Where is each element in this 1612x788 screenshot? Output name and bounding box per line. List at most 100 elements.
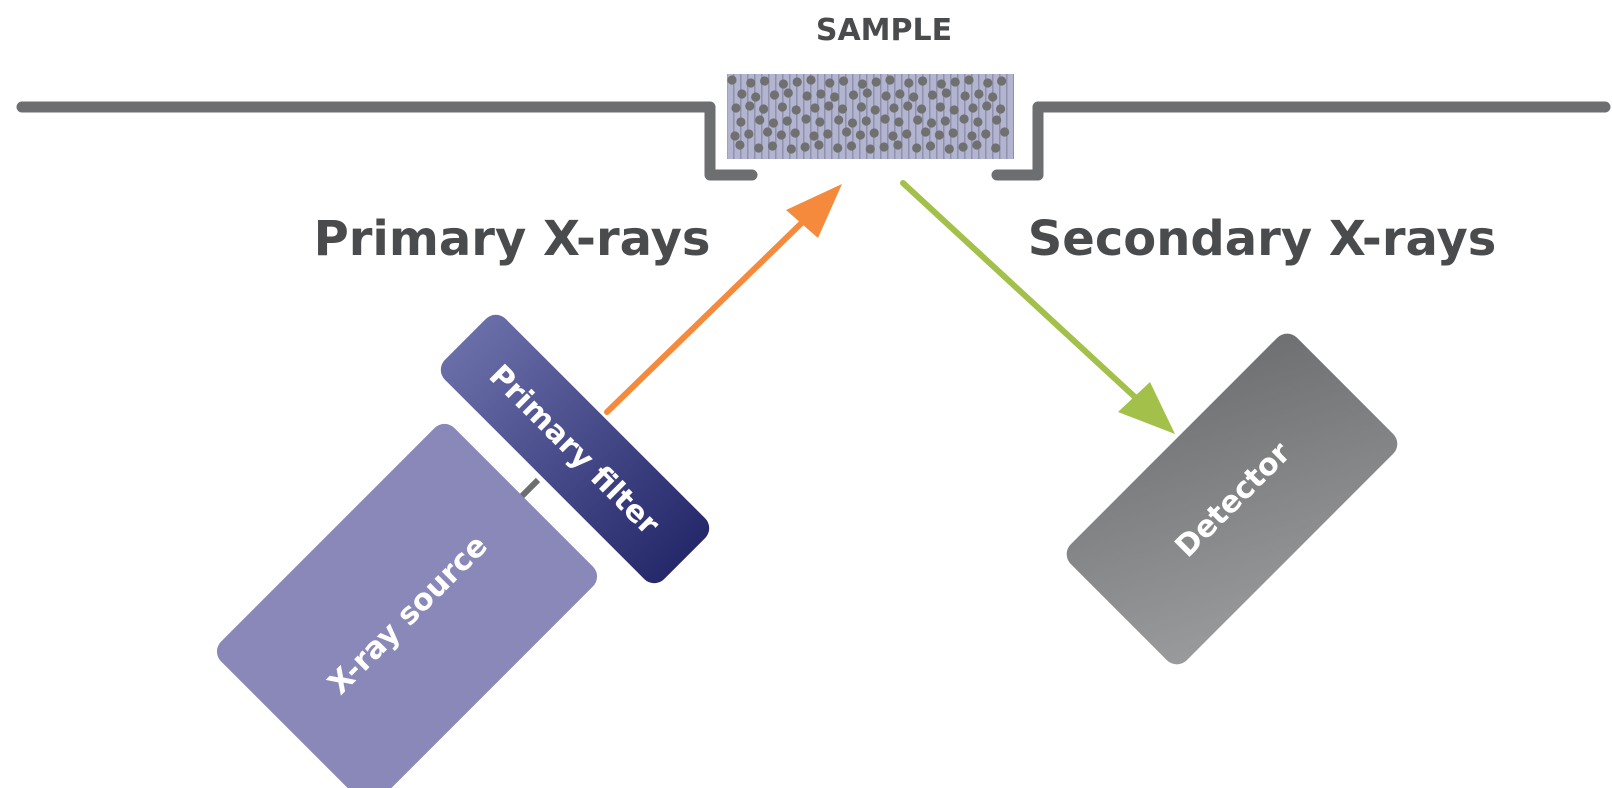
sample-particle xyxy=(960,91,970,101)
sample-particle xyxy=(857,79,868,89)
sample-particle xyxy=(786,144,796,154)
sample-particles xyxy=(727,75,1010,154)
sample-particle xyxy=(768,118,779,128)
sample-particle xyxy=(815,117,825,127)
sample-particle xyxy=(917,104,927,114)
sample-particle xyxy=(783,88,793,98)
sample-particle xyxy=(918,76,928,86)
sample-particle xyxy=(902,129,912,139)
sample-particle xyxy=(855,130,866,140)
sample-particle xyxy=(973,117,983,127)
sample-label: SAMPLE xyxy=(816,13,952,48)
sample-particle xyxy=(992,115,1002,125)
sample-particle xyxy=(776,130,787,140)
sample-particle xyxy=(925,141,936,151)
sample-particle xyxy=(940,116,950,126)
sample-particle xyxy=(889,103,899,113)
sample-particle xyxy=(833,143,843,153)
sample-particle xyxy=(921,127,931,137)
sample-particle xyxy=(751,92,761,102)
sample-particle xyxy=(856,102,867,112)
sample-particle xyxy=(847,118,858,128)
sample-particle xyxy=(913,115,923,125)
sample-particle xyxy=(981,129,991,139)
sample-particle xyxy=(968,103,978,113)
sample-particle xyxy=(949,105,959,115)
sample-particle xyxy=(769,90,780,100)
sample-particle xyxy=(806,75,816,85)
sample-particle xyxy=(934,130,945,140)
sample-particle xyxy=(894,117,904,127)
sample-particle xyxy=(909,92,919,102)
sample-particle xyxy=(935,102,946,112)
sample-particle xyxy=(972,140,982,150)
sample-particle xyxy=(778,79,789,89)
sample-particle xyxy=(810,103,820,113)
sample-particle xyxy=(927,90,938,100)
sample-block xyxy=(727,74,1014,159)
sample-particle xyxy=(791,105,801,115)
xray-source-box: X-ray source xyxy=(216,423,598,788)
sample-particle xyxy=(862,88,872,98)
sample-particle xyxy=(881,91,891,101)
sample-particle xyxy=(801,114,811,124)
sample-particle xyxy=(903,101,913,111)
sample-particle xyxy=(895,89,905,99)
sample-particle xyxy=(948,128,958,138)
sample-particle xyxy=(760,76,770,86)
sample-particle xyxy=(744,129,754,139)
sample-particle xyxy=(959,114,969,124)
sample-particle xyxy=(802,91,812,101)
sample-particle xyxy=(997,76,1007,86)
sample-particle xyxy=(996,104,1006,114)
sample-particle xyxy=(846,141,857,151)
sample-particle xyxy=(825,78,835,88)
sample-particle xyxy=(904,78,914,88)
sample-particle xyxy=(736,117,746,127)
sample-particle xyxy=(824,101,834,111)
sample-particle xyxy=(763,127,773,137)
secondary-xray-arrow xyxy=(900,180,1175,434)
sample-particle xyxy=(1000,127,1010,137)
sample-particle xyxy=(926,118,937,128)
sample-particle xyxy=(767,141,778,151)
sample-particle xyxy=(842,127,852,137)
sample-particle xyxy=(792,77,802,87)
sample-particle xyxy=(746,78,756,88)
sample-particle xyxy=(754,143,764,153)
sample-particle xyxy=(967,131,977,141)
sample-particle xyxy=(958,142,968,152)
sample-particle xyxy=(759,104,769,114)
sample-particle xyxy=(790,128,800,138)
sample-particle xyxy=(834,115,844,125)
sample-particle xyxy=(944,144,954,154)
sample-particle xyxy=(731,103,741,113)
sample-particle xyxy=(745,101,755,111)
sample-particle xyxy=(974,89,984,99)
sample-particle xyxy=(800,142,810,152)
primary-xrays-label: Primary X-rays xyxy=(314,211,711,267)
sample-particle xyxy=(814,140,824,150)
sample-particle xyxy=(893,140,903,150)
sample-particle xyxy=(988,92,998,102)
sample-holder-line xyxy=(16,101,1611,181)
sample-particle xyxy=(861,116,871,126)
sample-particle xyxy=(991,143,1001,153)
sample-particle xyxy=(871,77,881,87)
sample-particle xyxy=(885,75,895,85)
sample-particle xyxy=(936,79,947,89)
sample-particle xyxy=(848,90,859,100)
sample-particle xyxy=(941,88,951,98)
sample-particle xyxy=(869,128,879,138)
sample-particle xyxy=(809,131,819,141)
sample-particle xyxy=(912,143,922,153)
sample-particle xyxy=(777,102,788,112)
sample-particle xyxy=(839,76,849,86)
sample-particle xyxy=(950,77,960,87)
sample-particle xyxy=(888,131,898,141)
sample-particle xyxy=(982,101,992,111)
sample-particle xyxy=(870,105,880,115)
sample-particle xyxy=(983,78,993,88)
sample-particle xyxy=(879,142,889,152)
